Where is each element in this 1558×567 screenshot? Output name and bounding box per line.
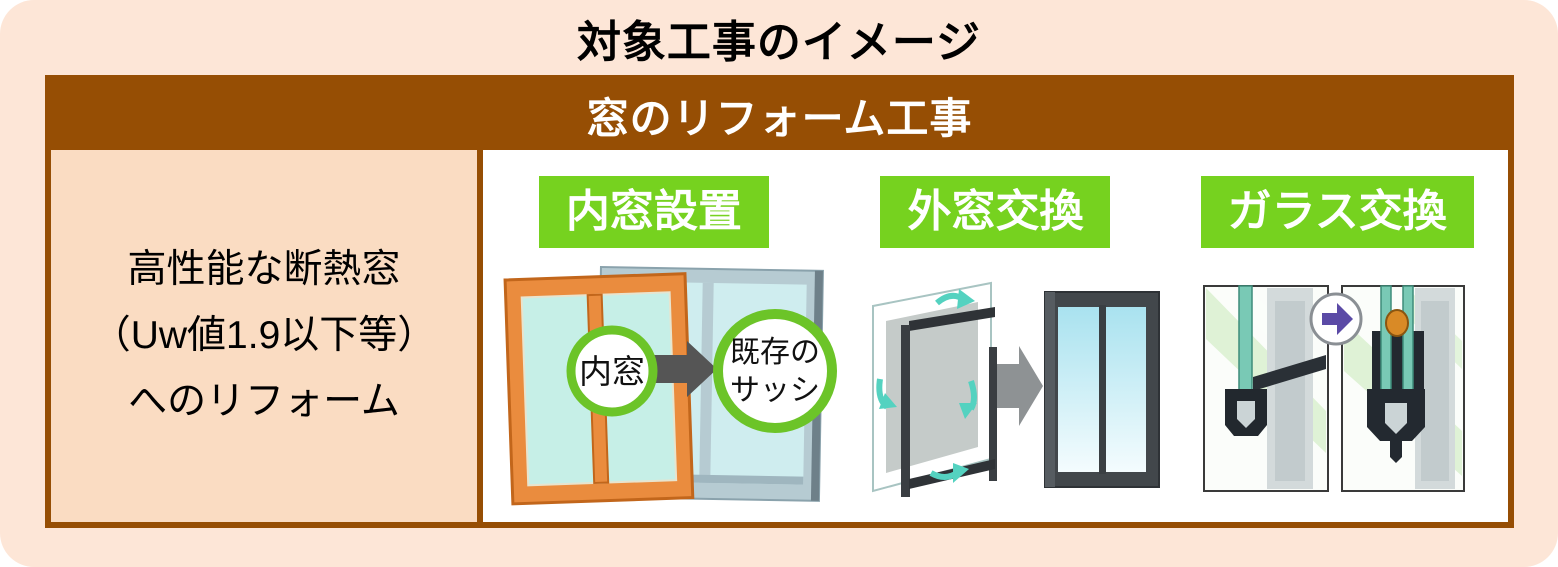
- inner-window-illustration-icon: 内窓 既存の サッシ: [503, 266, 838, 506]
- existing-sash-callout-line1: 既存の: [730, 336, 820, 369]
- glass-replacement-illustration-icon: [1202, 285, 1465, 492]
- dark-right-arrow-icon: [654, 341, 718, 397]
- outer-window-illustration-icon: [871, 281, 1160, 497]
- column-outer-window-replacement: 外窓交換: [825, 176, 1167, 522]
- right-cell: 内窓設置: [483, 150, 1508, 522]
- left-cell-line-3: へのリフォーム: [128, 380, 400, 423]
- table-header: 窓のリフォーム工事: [51, 81, 1508, 150]
- finished-window-icon: [1043, 291, 1160, 488]
- window-assembly-icon: [871, 281, 997, 497]
- column-inner-window-installation: 内窓設置: [483, 176, 838, 522]
- inner-window-installation-label: 内窓設置: [538, 176, 769, 248]
- outer-window-replacement-label: 外窓交換: [880, 176, 1111, 248]
- gray-right-arrow-icon: [996, 346, 1043, 426]
- inner-window-callout-label: 内窓: [579, 353, 645, 390]
- left-cell-line-2: （Uw値1.9以下等）: [91, 314, 437, 357]
- glass-replacement-label: ガラス交換: [1200, 176, 1474, 248]
- existing-sash-callout-line2: サッシ: [730, 374, 820, 407]
- single-glazing-section-icon: [1202, 285, 1329, 492]
- page-title: 対象工事のイメージ: [576, 18, 982, 67]
- column-glass-replacement: ガラス交換: [1166, 176, 1508, 522]
- reform-table: 窓のリフォーム工事 高性能な断熱窓 （Uw値1.9以下等） へのリフォーム 内窓…: [45, 75, 1514, 528]
- purple-arrow-icon: [1309, 292, 1363, 346]
- existing-sash-callout: 既存の サッシ: [713, 309, 838, 433]
- left-cell-line-1: 高性能な断熱窓: [127, 248, 401, 291]
- assembly-arrowheads: [878, 289, 977, 483]
- left-cell: 高性能な断熱窓 （Uw値1.9以下等） へのリフォーム: [51, 150, 483, 522]
- inner-window-callout: 内窓: [566, 325, 658, 417]
- table-body: 高性能な断熱窓 （Uw値1.9以下等） へのリフォーム 内窓設置: [51, 150, 1508, 522]
